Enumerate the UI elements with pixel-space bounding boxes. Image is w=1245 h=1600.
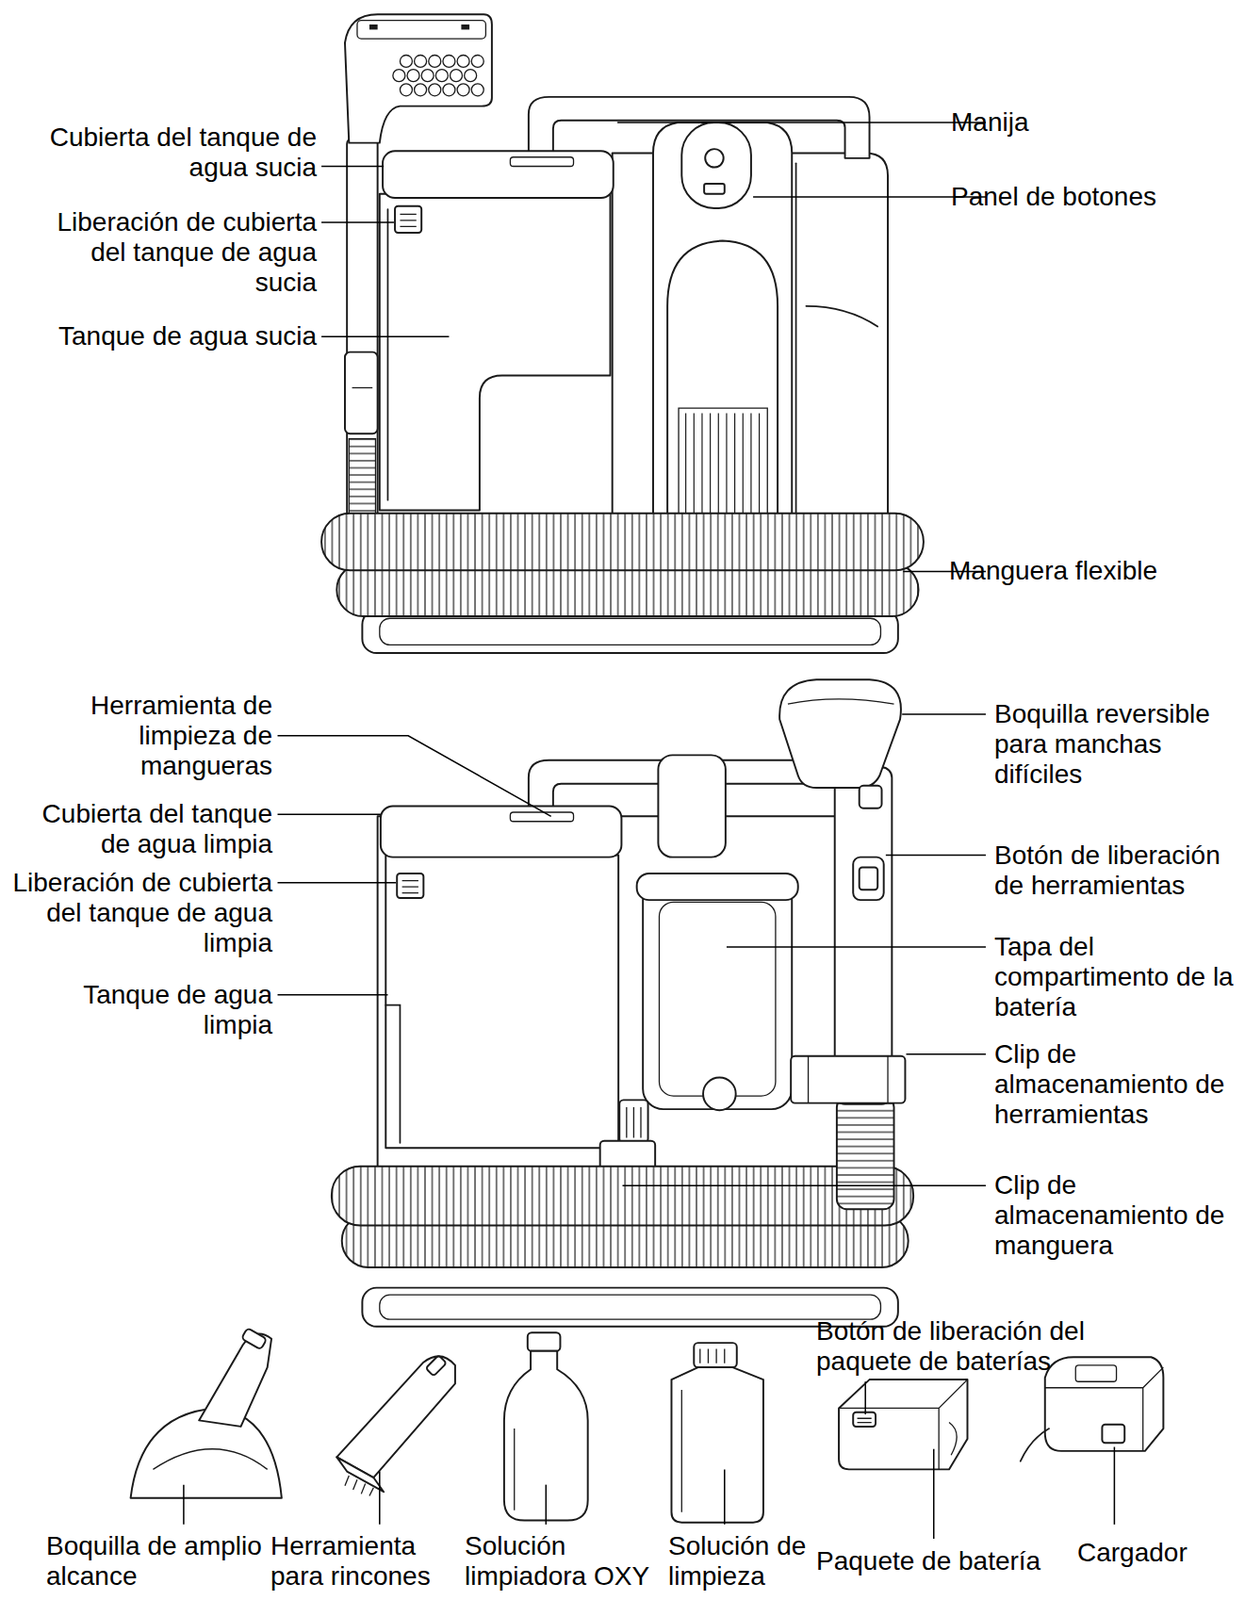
part-label: Manguera flexible [949,556,1223,587]
part-label: Tanque de agua sucia [33,321,317,352]
part-label: Panel de botones [950,181,1215,213]
part-label: Clip de almacenamiento de manguera [994,1170,1238,1262]
part-label: Liberación de cubierta del tanque de agu… [8,868,273,959]
part-label: Clip de almacenamiento de herramientas [994,1039,1238,1131]
part-label: Boquilla de amplio alcance [46,1531,273,1592]
leader-lines [183,122,1115,1540]
part-label: Cargador [1077,1538,1229,1569]
front-view [321,14,924,654]
rear-view [331,679,914,1327]
part-label: Botón de liberación de herramientas [994,840,1238,901]
part-label: Boquilla reversible para manchas difícil… [994,699,1238,790]
part-label: Botón de liberación del paquete de bater… [816,1316,1099,1377]
part-label: Herramienta de limpieza de mangueras [79,690,273,782]
part-label: Herramienta para rincones [270,1531,445,1592]
part-label: Solución limpiadora OXY [464,1531,668,1592]
part-label: Liberación de cubierta del tanque de agu… [41,207,317,298]
part-label: Cubierta del tanque de agua sucia [33,122,317,183]
part-label: Manija [950,107,1215,138]
part-label: Paquete de batería [816,1546,1062,1577]
part-label: Solución de limpieza [668,1531,810,1592]
part-label: Tanque de agua limpia [69,980,273,1041]
part-label: Tapa del compartimento de la batería [994,932,1242,1023]
part-label: Cubierta del tanque de agua limpia [25,799,273,860]
